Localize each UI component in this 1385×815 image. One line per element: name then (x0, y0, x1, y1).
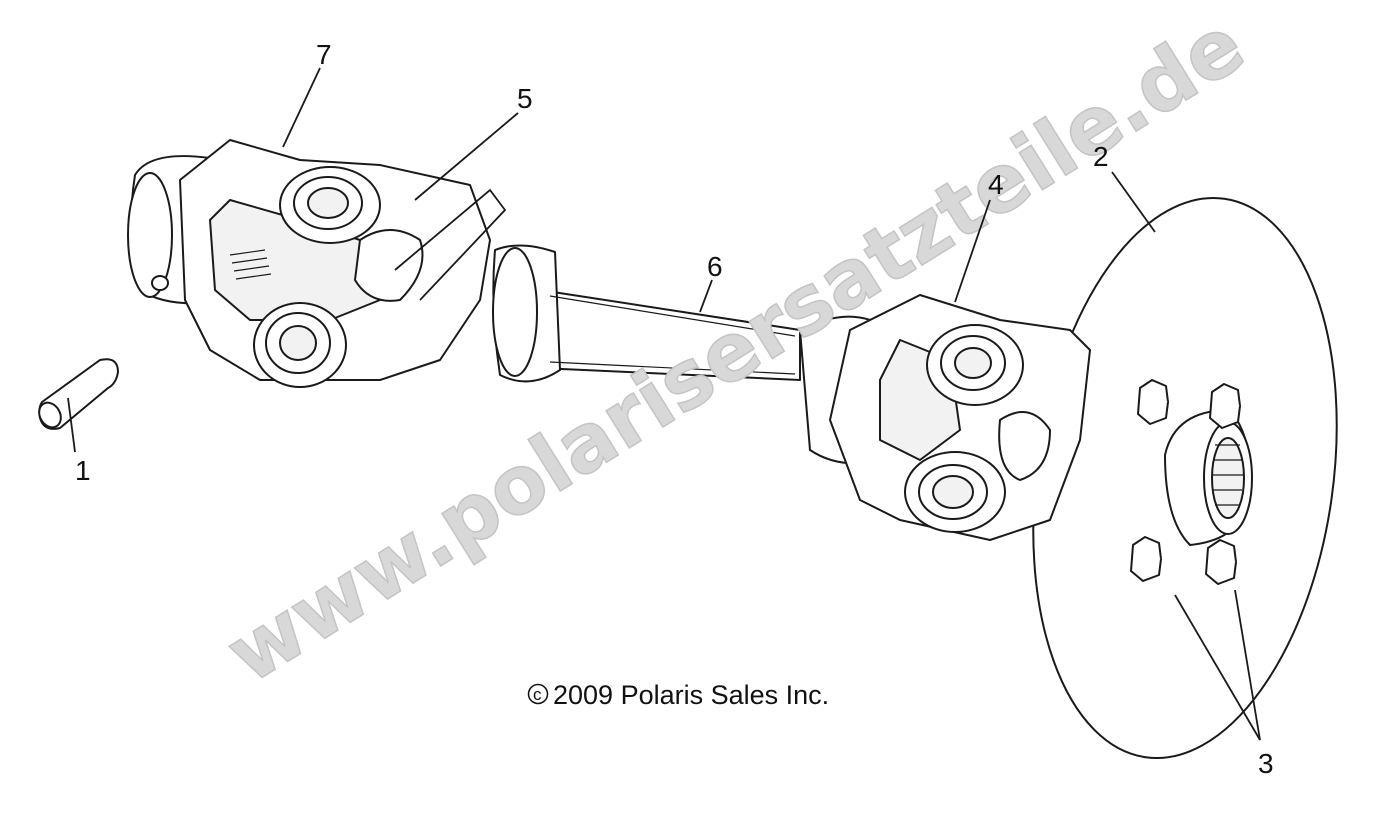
callout-1: 1 (75, 455, 91, 486)
leader-lines (67, 67, 1261, 741)
leader-4 (954, 199, 991, 303)
hub-assembly (1164, 409, 1253, 546)
leader-5 (414, 112, 519, 201)
left-ujoint-assembly (127, 139, 507, 388)
copyright-symbol: c (533, 685, 542, 704)
callout-4: 4 (988, 169, 1004, 200)
right-ujoint-assembly (799, 294, 1091, 541)
copyright-notice: c 2009 Polaris Sales Inc. (527, 680, 829, 710)
callout-3: 3 (1258, 748, 1274, 779)
bearing-cap-lower-right (904, 451, 1006, 533)
leader-3b (1234, 589, 1261, 741)
leader-3a (1174, 594, 1261, 741)
part-6-shaft (492, 244, 801, 383)
callout-2: 2 (1093, 141, 1109, 172)
leader-1 (67, 397, 76, 453)
callout-5: 5 (517, 83, 533, 114)
copyright-circle-icon (527, 683, 549, 705)
bearing-cap-lower-left (253, 302, 347, 388)
callout-7: 7 (316, 39, 332, 70)
copyright-text: 2009 Polaris Sales Inc. (553, 680, 829, 710)
leader-7 (282, 67, 321, 148)
leader-2 (1111, 171, 1156, 233)
callout-6: 6 (707, 251, 723, 282)
part-1-pin (38, 358, 119, 430)
bearing-cap-upper-left (279, 166, 381, 244)
bearing-cap-upper-right (926, 324, 1024, 406)
leader-6 (699, 279, 713, 313)
part-3-nuts (1130, 379, 1241, 585)
